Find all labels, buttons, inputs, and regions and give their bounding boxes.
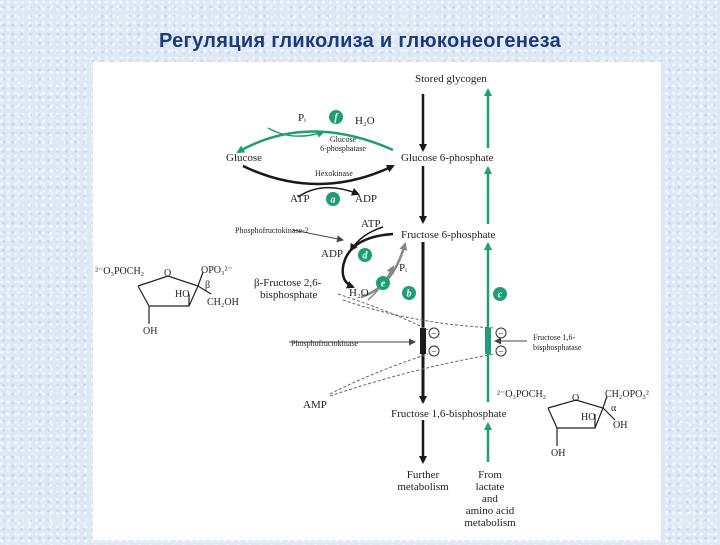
svg-text:f: f bbox=[334, 113, 339, 124]
svg-text:−: − bbox=[431, 329, 437, 340]
further-label-1: Further bbox=[407, 469, 440, 481]
glycolysis-regulation-diagram: Stored glycogen Glucose 6-phosphate Gluc… bbox=[95, 73, 649, 529]
pi-release-arrow bbox=[267, 127, 325, 138]
step-e-badge: e bbox=[376, 276, 390, 290]
atp-1-label: ATP bbox=[290, 193, 310, 205]
fbpase-label-2: bisphosphatase bbox=[533, 343, 582, 352]
svg-text:−: − bbox=[498, 329, 504, 340]
from-label-2: lactate bbox=[476, 481, 505, 493]
pfk-label: Phosphofructokinase bbox=[291, 339, 359, 348]
right-oh-bottom-label: OH bbox=[551, 448, 565, 459]
from-label-3: and bbox=[482, 493, 498, 505]
hexokinase-arrow bbox=[242, 164, 395, 186]
from-label-1: From bbox=[478, 469, 502, 481]
adp-1-label: ADP bbox=[355, 193, 377, 205]
from-label-5: metabolism bbox=[464, 517, 516, 529]
step-b-badge: b bbox=[402, 286, 416, 300]
svg-text:c: c bbox=[498, 290, 503, 301]
fructose-1-6-bisphosphate-label: Fructose 1,6-bisphosphate bbox=[391, 408, 507, 420]
left-ring-o: O bbox=[164, 268, 171, 279]
left-phosphate-label: ²⁻O₃POCH₂ bbox=[95, 266, 144, 277]
f26bp-label-1: β-Fructose 2,6- bbox=[254, 277, 322, 289]
f26bp-label-2: bisphosphate bbox=[260, 289, 318, 301]
atp-adp-arrow-1 bbox=[297, 186, 360, 198]
glucose-label: Glucose bbox=[226, 152, 262, 164]
left-oh-label: OH bbox=[143, 326, 157, 337]
from-label-4: amino acid bbox=[466, 505, 515, 517]
right-ring-o: O bbox=[572, 393, 579, 404]
f26bp-to-pfk-dashed bbox=[337, 293, 429, 331]
glucose-6-phosphatase-label-2: 6-phosphatase bbox=[320, 144, 366, 153]
amp-to-fbpase-dashed bbox=[329, 353, 496, 397]
pfk-inhibition-bottom: − bbox=[428, 345, 440, 358]
svg-text:−: − bbox=[498, 347, 504, 358]
pfk-block bbox=[420, 328, 426, 354]
further-label-2: metabolism bbox=[397, 481, 449, 493]
right-oh-label: OH bbox=[613, 420, 627, 431]
glucose-6-phosphate-label: Glucose 6-phosphate bbox=[401, 152, 494, 164]
pfk2-pointer bbox=[292, 229, 344, 243]
diagram-panel: Stored glycogen Glucose 6-phosphate Gluc… bbox=[93, 62, 661, 540]
h2o-top-label: H₂O bbox=[355, 115, 375, 127]
glucose-6-phosphatase-label-1: Glucose bbox=[330, 135, 357, 144]
pfk2-label: Phosphofructokinase-2 bbox=[235, 226, 309, 235]
right-alpha-label: α bbox=[611, 403, 617, 414]
right-phosphate-label: ²⁻O₃POCH₂ bbox=[497, 389, 546, 400]
svg-text:e: e bbox=[381, 279, 386, 290]
left-beta-label: β bbox=[205, 280, 210, 291]
amp-to-pfk-dashed bbox=[329, 353, 429, 395]
adp-2-label: ADP bbox=[321, 248, 343, 260]
right-ch2opo3-label: CH₂OPO₃² bbox=[605, 389, 649, 400]
fbpase-block bbox=[485, 328, 491, 354]
atp-2-label: ATP bbox=[361, 218, 381, 230]
fructose-6-phosphate-label: Fructose 6-phosphate bbox=[401, 229, 496, 241]
left-ch2oh-label: CH₂OH bbox=[207, 297, 239, 308]
fructose-2-6-bisphosphate-structure: ²⁻O₃POCH₂ O OPO₃²⁻ β HO CH₂OH OH bbox=[95, 265, 239, 337]
pfk-inhibition-top: − bbox=[428, 327, 440, 340]
svg-text:−: − bbox=[431, 347, 437, 358]
step-d-badge: d bbox=[358, 248, 372, 262]
left-opo3-label: OPO₃²⁻ bbox=[201, 265, 233, 276]
svg-text:b: b bbox=[407, 289, 412, 300]
slide-title: Регуляция гликолиза и глюконеогенеза bbox=[158, 30, 562, 52]
pi-top-label: Pᵢ bbox=[298, 112, 306, 124]
step-c-badge: c bbox=[493, 287, 507, 301]
step-a-badge: a bbox=[326, 192, 340, 206]
fbpase-inhibition-top: − bbox=[495, 327, 507, 340]
fructose-1-6-bisphosphate-structure: ²⁻O₃POCH₂ O CH₂OPO₃² α HO OH OH bbox=[497, 389, 649, 459]
fbpase-label-1: Fructose 1,6- bbox=[533, 333, 576, 342]
amp-label: AMP bbox=[303, 399, 327, 411]
pi-mid-label: Pᵢ bbox=[399, 262, 407, 274]
hexokinase-label: Hexokinase bbox=[315, 169, 353, 178]
stored-glycogen-label: Stored glycogen bbox=[415, 73, 487, 85]
h2o-mid-label: H₂O bbox=[349, 287, 369, 299]
left-ho-label: HO bbox=[175, 289, 189, 300]
svg-text:a: a bbox=[331, 195, 336, 206]
pfk2-arrow bbox=[341, 232, 394, 289]
atp-adp-arrow-2 bbox=[349, 226, 384, 252]
glucose-6-phosphatase-arrow bbox=[236, 130, 394, 154]
step-f-badge: f bbox=[329, 110, 343, 124]
f26bp-to-fbpase-dashed bbox=[342, 299, 496, 329]
right-ho-label: HO bbox=[581, 412, 595, 423]
fbpase-inhibition-bottom: − bbox=[495, 345, 507, 358]
svg-text:d: d bbox=[363, 251, 369, 262]
